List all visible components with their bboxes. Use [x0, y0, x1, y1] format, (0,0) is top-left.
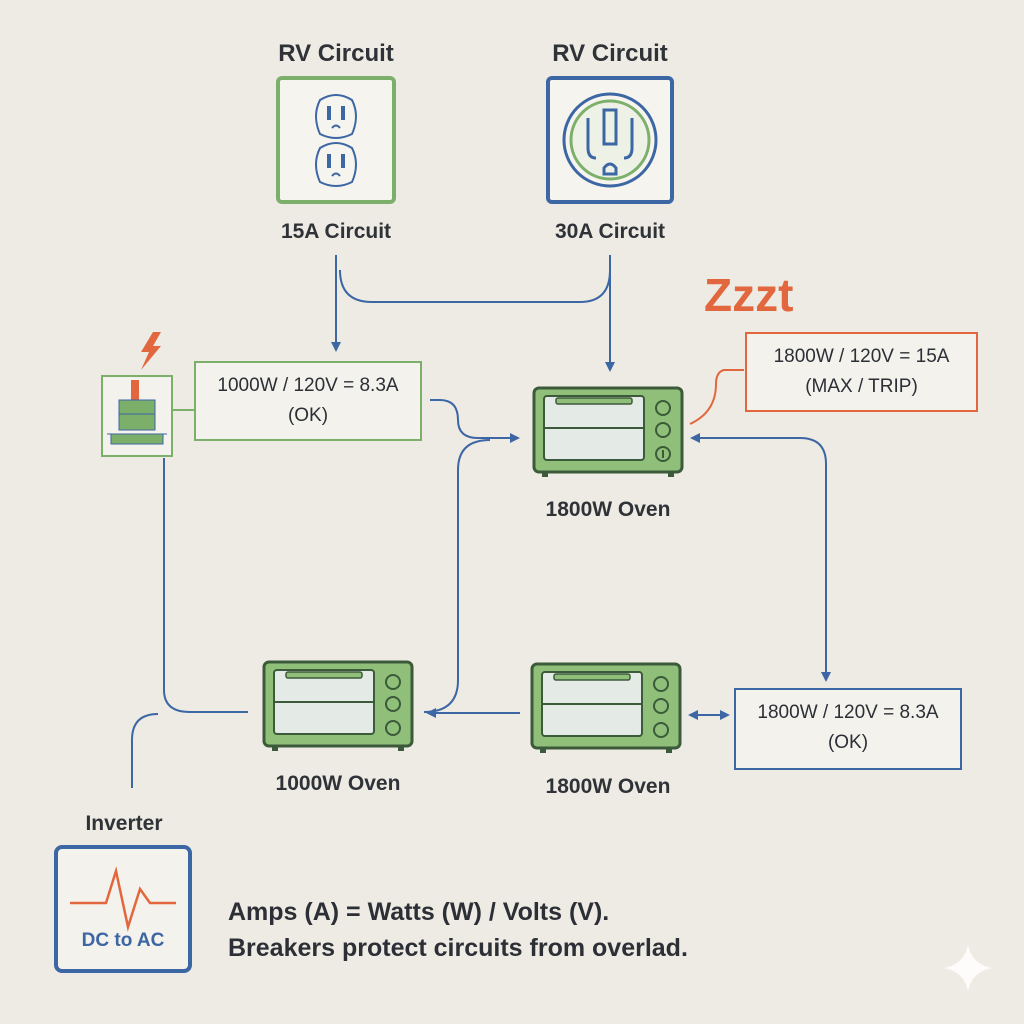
duplex-outlet: [276, 76, 396, 204]
breaker: [101, 330, 175, 458]
inverter-box: [54, 845, 192, 973]
oven-icon: [262, 660, 414, 751]
line-greenbox-to-oven: [430, 399, 520, 443]
oven-1000w-label: 1000W Oven: [275, 772, 401, 795]
calc-box-trip-line2: (MAX / TRIP): [805, 376, 918, 397]
inverter-icon: [54, 845, 192, 973]
line-1000w-to-top: [423, 439, 491, 713]
breaker-icon: [101, 332, 173, 457]
oven-bottom-1800w: [530, 662, 682, 754]
calc-box-trip: 1800W / 120V = 15A (MAX / TRIP): [745, 332, 978, 412]
calc-box-1000w-line1: 1000W / 120V = 8.3A: [217, 375, 399, 396]
zzzt-text: Zzzt: [704, 269, 794, 321]
line-breaker-down: [163, 458, 248, 713]
oven-bottom-1000w: [262, 660, 414, 752]
calc-box-1000w-line2: (OK): [287, 405, 329, 426]
inverter-heading: Inverter: [85, 812, 163, 835]
sparkle-icon: [944, 944, 992, 992]
oven-1800w-label: 1800W Oven: [545, 775, 671, 798]
line-trip-squiggle: [689, 369, 744, 425]
zzzt-sound-text: Zzzt: [704, 272, 793, 318]
circuit-30a-caption: 30A Circuit: [554, 220, 666, 243]
line-top-to-bluebox: [690, 433, 831, 682]
rv30-outlet: [546, 76, 674, 204]
oven-top-label: 1800W Oven: [545, 498, 671, 521]
calc-box-trip-line1: 1800W / 120V = 15A: [773, 346, 950, 367]
calc-box-1800w-ok-line2: (OK): [827, 732, 869, 753]
circuit-15a-heading: RV Circuit: [278, 40, 394, 67]
formula-line2: Breakers protect circuits from overlad.: [228, 934, 688, 962]
rv30-outlet-icon: [546, 76, 674, 204]
duplex-outlet-icon: [276, 76, 396, 204]
circuit-15a-caption: 15A Circuit: [280, 220, 392, 243]
oven-icon: [530, 662, 682, 753]
line-inverter-up: [131, 713, 159, 788]
lightning-bolt-icon: [141, 332, 161, 370]
oven-icon: [532, 386, 684, 477]
oven-top-1800w: [532, 386, 684, 478]
line-joiner: [339, 255, 611, 303]
inverter-label: DC to AC: [81, 930, 165, 951]
calc-box-1000w: 1000W / 120V = 8.3A (OK): [194, 361, 422, 441]
calc-box-1800w-ok: 1800W / 120V = 8.3A (OK): [734, 688, 962, 770]
formula-line1: Amps (A) = Watts (W) / Volts (V).: [228, 898, 610, 926]
circuit-30a-heading: RV Circuit: [552, 40, 668, 67]
calc-box-1800w-ok-line1: 1800W / 120V = 8.3A: [757, 702, 939, 723]
